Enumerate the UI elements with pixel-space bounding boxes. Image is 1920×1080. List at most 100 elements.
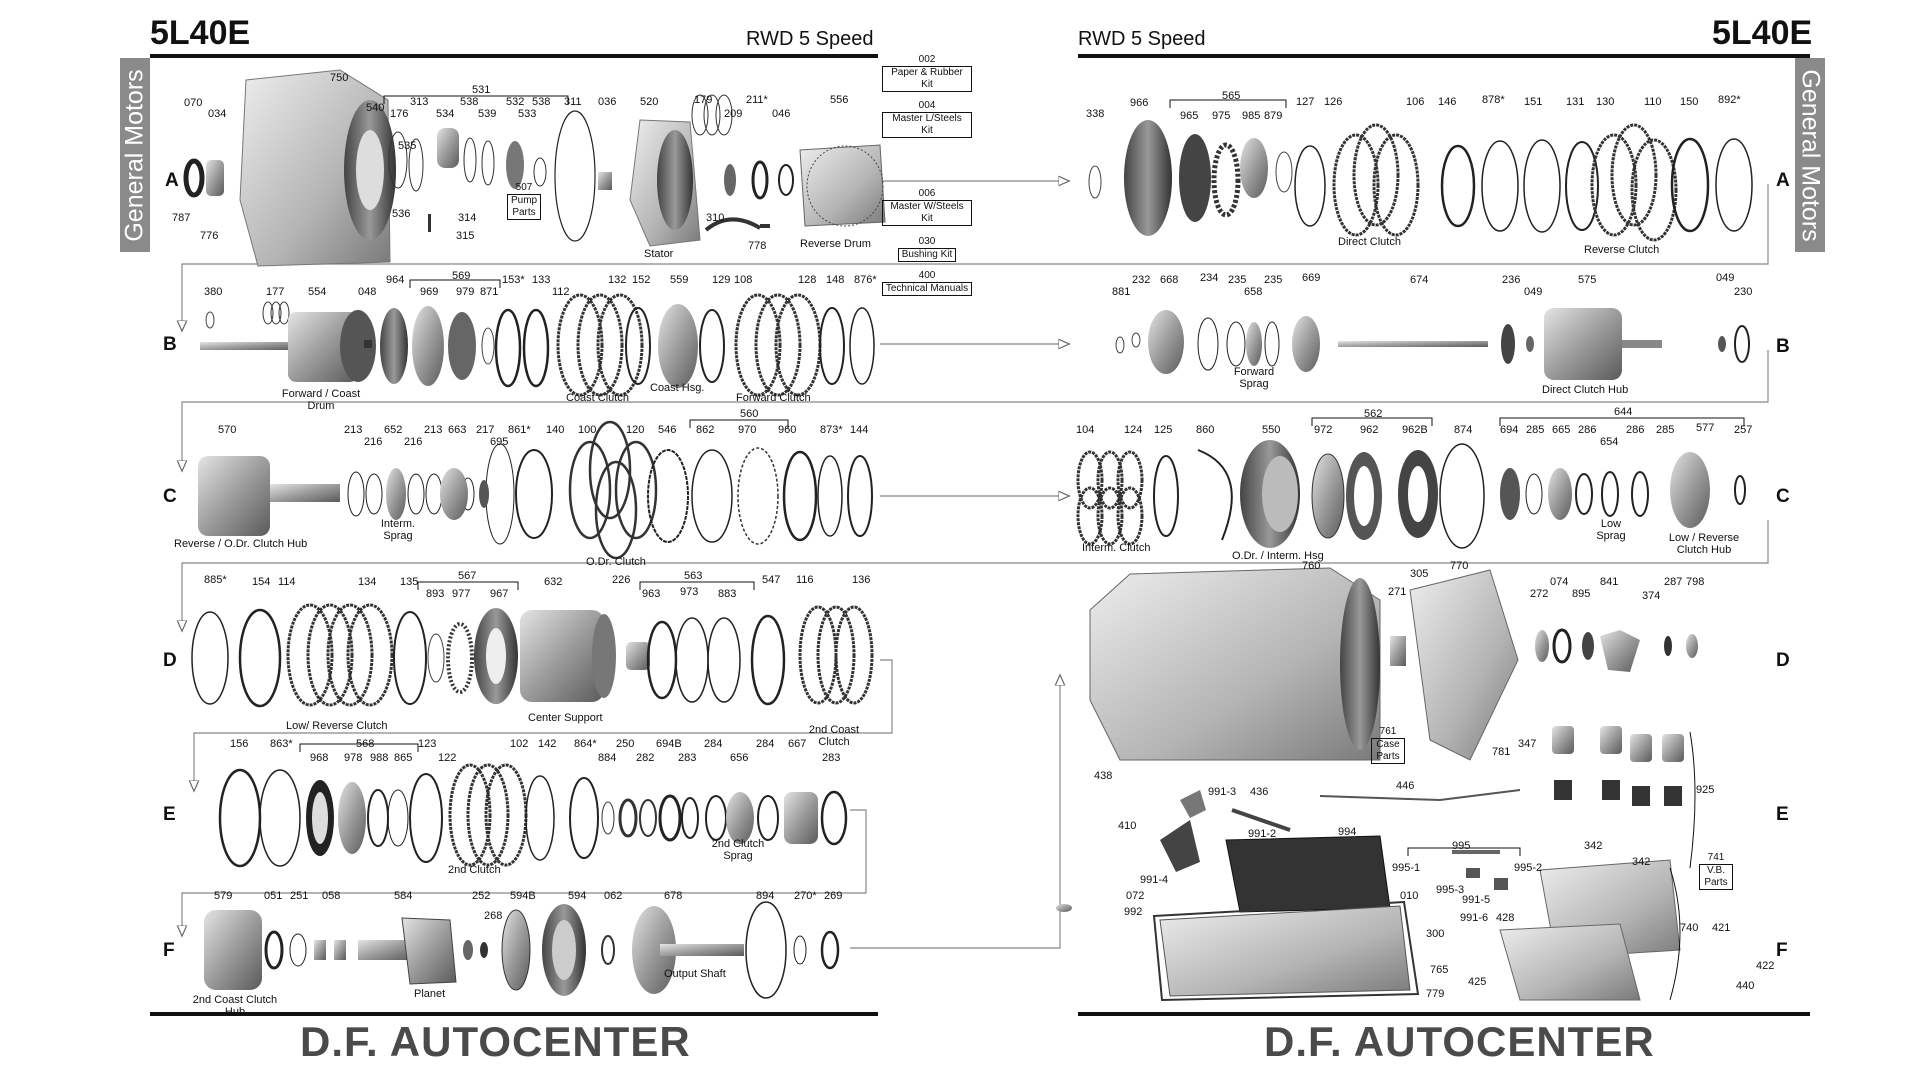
part-number: 678 [664, 890, 683, 902]
part-number: 962 [1360, 424, 1379, 436]
part-number: 100 [578, 424, 597, 436]
part-number: 570 [218, 424, 237, 436]
part-number: 968 [310, 752, 329, 764]
part-number: 962B [1402, 424, 1428, 436]
part-number: 883 [718, 588, 737, 600]
part-number: 861* [508, 424, 531, 436]
part-number: 285 [1526, 424, 1545, 436]
row-a-right-parts [1088, 120, 1753, 242]
part-number: 300 [1426, 928, 1445, 940]
part-number: 152 [632, 274, 651, 286]
caption-forward-sprag: Forward Sprag [1233, 366, 1275, 390]
part-number: 879 [1264, 110, 1283, 122]
row-letter-c-left: C [163, 486, 177, 507]
part-number: 156 [230, 738, 249, 750]
part-number: 781 [1492, 746, 1511, 758]
part-number: 863* [270, 738, 293, 750]
row-c-left-parts [198, 420, 873, 560]
group-label: V.B. Parts [1699, 864, 1733, 890]
part-number: 654 [1600, 436, 1619, 448]
caption-stator: Stator [644, 248, 674, 260]
part-number: 286 [1578, 424, 1597, 436]
part-number: 991-5 [1462, 894, 1491, 906]
kit-number: 004 [918, 100, 936, 111]
caption-direct-clutch-hub: Direct Clutch Hub [1542, 384, 1629, 396]
part-number: 991-4 [1140, 874, 1169, 886]
part-number: 049 [1716, 272, 1735, 284]
part-number: 568 [356, 738, 375, 750]
part-number: 770 [1450, 560, 1469, 572]
part-number: 594B [510, 890, 536, 902]
subtitle-right: RWD 5 Speed [1078, 28, 1206, 50]
part-number: 051 [264, 890, 283, 902]
part-number: 251 [290, 890, 309, 902]
row-e-left-parts [218, 763, 848, 868]
row-b-right-parts [1115, 308, 1750, 380]
part-number: 862 [696, 424, 715, 436]
part-number: 272 [1530, 588, 1549, 600]
part-number: 963 [642, 588, 661, 600]
part-number: 150 [1680, 96, 1699, 108]
group-label: Pump Parts [507, 194, 541, 220]
part-number: 148 [826, 274, 845, 286]
part-number: 979 [456, 286, 475, 298]
part-number: 102 [510, 738, 529, 750]
part-number: 226 [612, 574, 631, 586]
part-number: 311 [564, 96, 582, 108]
part-number: 374 [1642, 590, 1661, 602]
part-number: 058 [322, 890, 341, 902]
part-number: 342 [1584, 840, 1603, 852]
part-number: 338 [1086, 108, 1105, 120]
part-number: 347 [1518, 738, 1537, 750]
part-number: 694B [656, 738, 682, 750]
part-number: 048 [358, 286, 377, 298]
part-number: 860 [1196, 424, 1215, 436]
part-number: 126 [1324, 96, 1343, 108]
part-number: 010 [1400, 890, 1419, 902]
part-number: 142 [538, 738, 557, 750]
part-number: 991-6 [1460, 912, 1489, 924]
part-number: 211* [746, 94, 768, 106]
kit-number: 030 [918, 236, 936, 247]
part-number: 213 [424, 424, 443, 436]
part-number: 876* [854, 274, 877, 286]
part-number: 965 [1180, 110, 1199, 122]
part-number: 534 [436, 108, 455, 120]
part-number: 565 [1222, 90, 1241, 102]
part-number: 112 [552, 286, 570, 298]
kit-label: Technical Manuals [881, 282, 973, 296]
part-number: 531 [472, 84, 491, 96]
part-number: 992 [1124, 906, 1143, 918]
caption-output-shaft: Output Shaft [664, 968, 726, 980]
part-number: 153* [502, 274, 525, 286]
part-number: 991-2 [1248, 828, 1277, 840]
part-number: 669 [1302, 272, 1321, 284]
part-number: 134 [358, 576, 377, 588]
part-number: 128 [798, 274, 817, 286]
part-number: 428 [1496, 912, 1515, 924]
row-f-left-parts [204, 901, 840, 999]
part-number: 125 [1154, 424, 1173, 436]
caption-reverse-clutch: Reverse Clutch [1584, 244, 1660, 256]
part-number: 209 [724, 108, 743, 120]
part-number: 533 [518, 108, 537, 120]
header-rules [150, 54, 1810, 1016]
kit-label: Paper & Rubber Kit [882, 66, 972, 92]
subtitle-left: RWD 5 Speed [746, 28, 874, 50]
part-number: 146 [1438, 96, 1457, 108]
part-number: 284 [756, 738, 775, 750]
part-number: 269 [824, 890, 843, 902]
part-number: 740 [1680, 922, 1699, 934]
caption-2nd-coast-clutch: 2nd Coast Clutch [808, 724, 860, 748]
part-number: 969 [420, 286, 439, 298]
part-number: 575 [1578, 274, 1597, 286]
caption-odr-interm-hsg: O.Dr. / Interm. Hsg [1232, 550, 1324, 562]
caption-planet: Planet [414, 988, 446, 1000]
part-number: 236 [1502, 274, 1521, 286]
part-number: 129 [712, 274, 731, 286]
